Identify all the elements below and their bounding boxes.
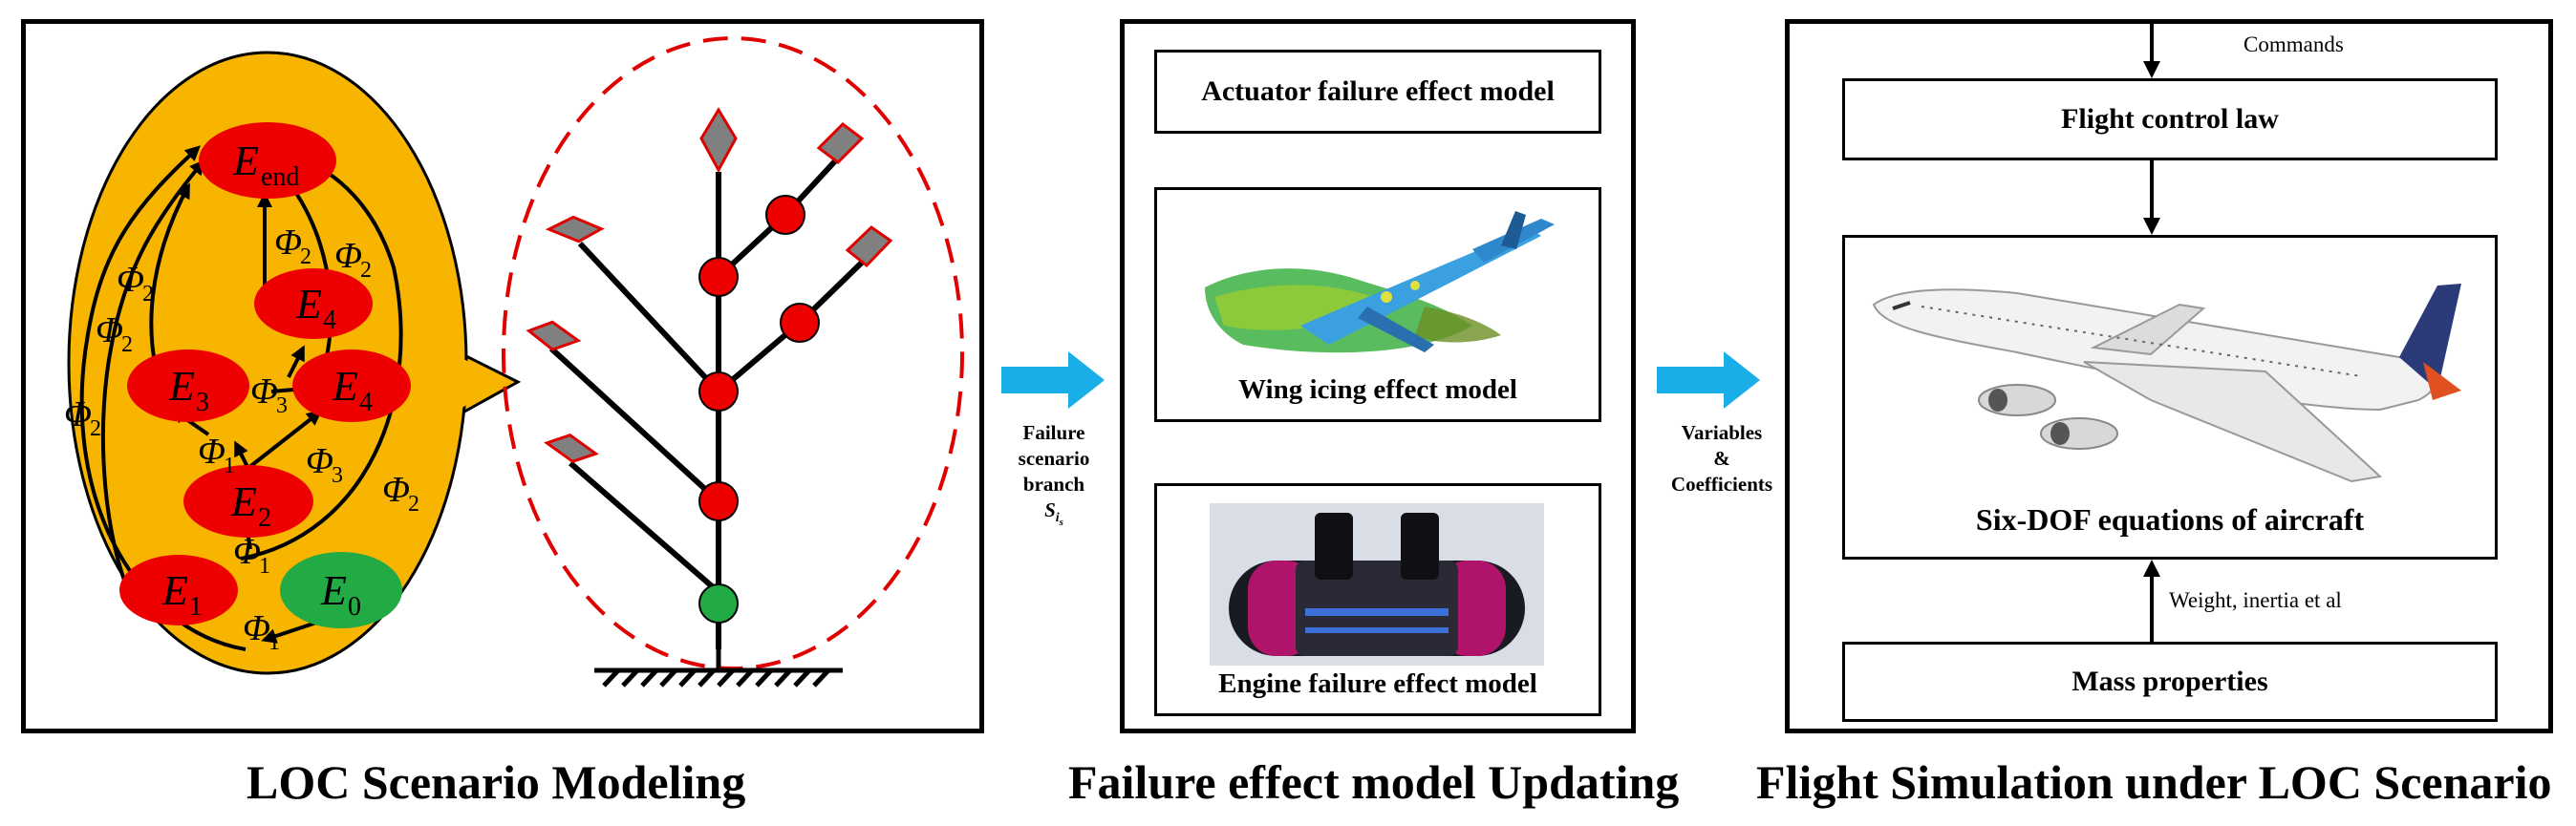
arrow-to-failure-models [1001, 351, 1105, 409]
fault-tree-ground [594, 649, 843, 688]
svg-text:2: 2 [408, 492, 419, 517]
svg-text:3: 3 [276, 393, 288, 418]
actuator-failure-model-box: Actuator failure effect model [1154, 50, 1601, 134]
node-e0: E 0 [280, 552, 402, 628]
svg-text:2: 2 [300, 244, 311, 269]
svg-text:E: E [230, 478, 257, 525]
node-e-end: E end [199, 122, 336, 199]
svg-text:E: E [168, 363, 195, 410]
svg-text:Φ: Φ [233, 532, 261, 572]
node-e2: E 2 [183, 465, 313, 538]
phi-labels: Φ2 Φ2 Φ2 Φ2 Φ2 Φ3 Φ1 Φ3 Φ2 Φ1 Φ1 [64, 222, 419, 655]
flight-sim-connectors [2143, 19, 2160, 642]
svg-text:Φ: Φ [274, 222, 302, 263]
wing-icing-model-box: Wing icing effect model [1154, 187, 1601, 422]
vars-label-line1: Variables [1681, 421, 1763, 444]
actuator-failure-model-label: Actuator failure effect model [1201, 75, 1555, 107]
svg-text:Φ: Φ [334, 236, 362, 276]
svg-text:E: E [320, 567, 347, 614]
vars-label-line2: & [1713, 447, 1730, 470]
svg-text:Φ: Φ [382, 470, 410, 510]
engine-failure-model-box: Engine failure effect model [1154, 483, 1601, 716]
node-e1: E 1 [119, 555, 238, 625]
failure-label-line1: Failure [1022, 421, 1085, 444]
svg-text:end: end [261, 162, 299, 192]
node-e3: E 3 [127, 349, 249, 422]
svg-text:E: E [161, 567, 188, 614]
svg-text:Φ: Φ [64, 394, 92, 434]
weight-inertia-label: Weight, inertia et al [2169, 588, 2342, 612]
svg-text:Φ: Φ [198, 432, 225, 472]
variables-coefficients-label: Variables & Coefficients [1655, 420, 1789, 498]
aircraft-image [1872, 284, 2461, 483]
svg-text:1: 1 [189, 592, 203, 622]
six-dof-box: Six-DOF equations of aircraft [1842, 235, 2498, 560]
vars-label-line3: Coefficients [1670, 473, 1773, 496]
svg-text:0: 0 [348, 592, 361, 622]
svg-text:1: 1 [259, 554, 270, 579]
arrow-to-flight-sim [1657, 351, 1760, 409]
fault-tree-diamonds [526, 107, 893, 463]
svg-text:E: E [332, 363, 358, 410]
six-dof-label: Six-DOF equations of aircraft [1975, 502, 2365, 537]
svg-text:1: 1 [268, 630, 280, 655]
engine-throttle-image [1210, 503, 1544, 666]
failure-branch-symbol: Sis [1044, 498, 1063, 528]
failure-scenario-label: Failure scenario branch Sis [994, 420, 1114, 536]
wing-icing-image [1205, 211, 1555, 353]
svg-text:Φ: Φ [250, 371, 278, 412]
flight-control-law-box: Flight control law [1842, 78, 2498, 160]
flight-control-law-label: Flight control law [2061, 103, 2279, 135]
svg-text:1: 1 [224, 454, 235, 478]
loc-scenario-diagram: E end E 4 E 3 E 4 E 2 E 1 E 0 Φ2 Φ2 Φ2 Φ… [64, 36, 964, 688]
node-e4-right: E 4 [292, 349, 411, 422]
commands-label: Commands [2243, 32, 2344, 56]
svg-text:2: 2 [121, 332, 133, 357]
engine-failure-model-label: Engine failure effect model [1218, 668, 1537, 699]
mass-properties-label: Mass properties [2072, 666, 2268, 697]
failure-label-line3: branch [1022, 473, 1085, 496]
caption-flight-simulation: Flight Simulation under LOC Scenario [1756, 755, 2552, 809]
svg-text:E: E [295, 281, 322, 328]
svg-text:2: 2 [142, 282, 154, 307]
svg-text:Φ: Φ [243, 608, 270, 648]
svg-text:3: 3 [332, 463, 343, 488]
svg-text:3: 3 [196, 388, 209, 417]
svg-text:E: E [232, 138, 259, 184]
svg-text:Φ: Φ [117, 260, 144, 300]
svg-text:4: 4 [359, 388, 373, 417]
svg-text:Φ: Φ [306, 441, 333, 481]
svg-text:4: 4 [323, 306, 336, 335]
svg-text:2: 2 [90, 416, 101, 441]
fault-tree-nodes [698, 195, 820, 624]
caption-loc-scenario: LOC Scenario Modeling [247, 755, 746, 809]
svg-text:2: 2 [258, 503, 271, 533]
svg-text:Φ: Φ [96, 310, 123, 350]
svg-text:2: 2 [360, 258, 372, 283]
node-e4-top: E 4 [254, 268, 373, 339]
mass-properties-box: Mass properties [1842, 642, 2498, 722]
failure-label-line2: scenario [1018, 447, 1090, 470]
wing-icing-model-label: Wing icing effect model [1238, 374, 1517, 405]
caption-failure-updating: Failure effect model Updating [1068, 755, 1680, 809]
